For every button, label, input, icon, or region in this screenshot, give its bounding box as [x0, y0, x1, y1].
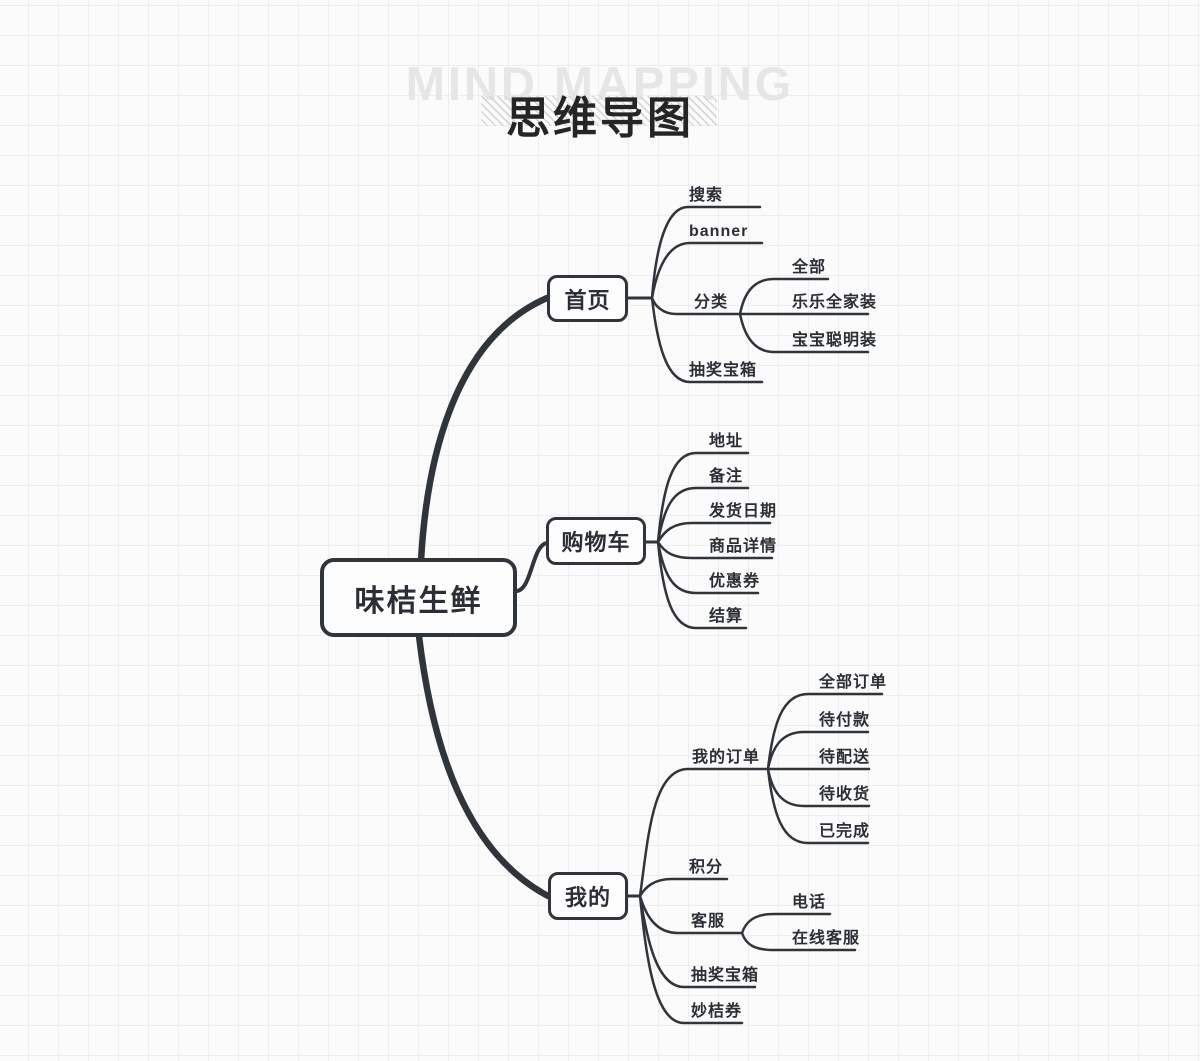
branch-node-cart[interactable]: 购物车: [546, 517, 646, 565]
leaf-mine-lottery[interactable]: 抽奖宝箱: [691, 967, 760, 984]
title-hatch-band: [481, 96, 717, 126]
edge-orders-payment: [766, 730, 870, 771]
edge-cart-address: [656, 451, 750, 544]
leaf-category-lele[interactable]: 乐乐全家装: [792, 294, 878, 311]
edge-root-mine: [415, 632, 552, 900]
edge-root-cart: [515, 541, 549, 593]
edge-cart-shipdate: [656, 521, 772, 544]
edge-cart-detail: [656, 540, 774, 560]
edge-home-search: [650, 205, 762, 300]
leaf-service[interactable]: 客服: [691, 913, 726, 930]
leaf-category-baobao[interactable]: 宝宝聪明装: [792, 332, 878, 349]
leaf-miaoju[interactable]: 妙桔券: [691, 1003, 743, 1020]
edge-category-all: [738, 277, 830, 316]
edge-cart-checkout: [656, 540, 748, 630]
leaf-online-service[interactable]: 在线客服: [792, 930, 861, 947]
edge-root-home: [417, 294, 551, 565]
leaf-ship-date[interactable]: 发货日期: [709, 503, 778, 520]
leaf-orders-done[interactable]: 已完成: [819, 823, 871, 840]
leaf-search[interactable]: 搜索: [689, 187, 724, 204]
leaf-category-all[interactable]: 全部: [792, 259, 827, 276]
branch-node-home[interactable]: 首页: [547, 275, 628, 322]
leaf-address[interactable]: 地址: [709, 433, 744, 450]
edge-mine-points: [638, 877, 729, 898]
branch-node-mine[interactable]: 我的: [548, 872, 628, 920]
root-node[interactable]: 味桔生鲜: [320, 558, 517, 637]
leaf-detail[interactable]: 商品详情: [709, 538, 778, 555]
leaf-banner[interactable]: banner: [689, 223, 749, 240]
edge-mine-orders: [638, 767, 770, 898]
leaf-pending-delivery[interactable]: 待配送: [819, 749, 871, 766]
leaf-category[interactable]: 分类: [694, 294, 729, 311]
leaf-points[interactable]: 积分: [689, 859, 724, 876]
edge-cart-remark: [656, 486, 750, 544]
edge-home-lottery: [650, 296, 764, 384]
edge-service-phone: [740, 912, 832, 935]
leaf-orders-all[interactable]: 全部订单: [819, 674, 888, 691]
edge-service-online: [740, 931, 857, 952]
leaf-home-lottery[interactable]: 抽奖宝箱: [689, 362, 758, 379]
leaf-remark[interactable]: 备注: [709, 468, 744, 485]
leaf-pending-receipt[interactable]: 待收货: [819, 786, 871, 803]
leaf-phone[interactable]: 电话: [792, 894, 827, 911]
leaf-coupon[interactable]: 优惠券: [709, 573, 761, 590]
edge-category-baobao: [738, 312, 870, 354]
leaf-my-orders[interactable]: 我的订单: [692, 749, 761, 766]
edge-orders-done: [766, 767, 870, 845]
edge-home-banner: [650, 241, 764, 300]
leaf-pending-payment[interactable]: 待付款: [819, 712, 871, 729]
edge-mine-miaoju: [638, 894, 744, 1025]
leaf-checkout[interactable]: 结算: [709, 608, 744, 625]
page-title: 思维导图: [506, 94, 694, 143]
edge-orders-all: [766, 692, 884, 771]
